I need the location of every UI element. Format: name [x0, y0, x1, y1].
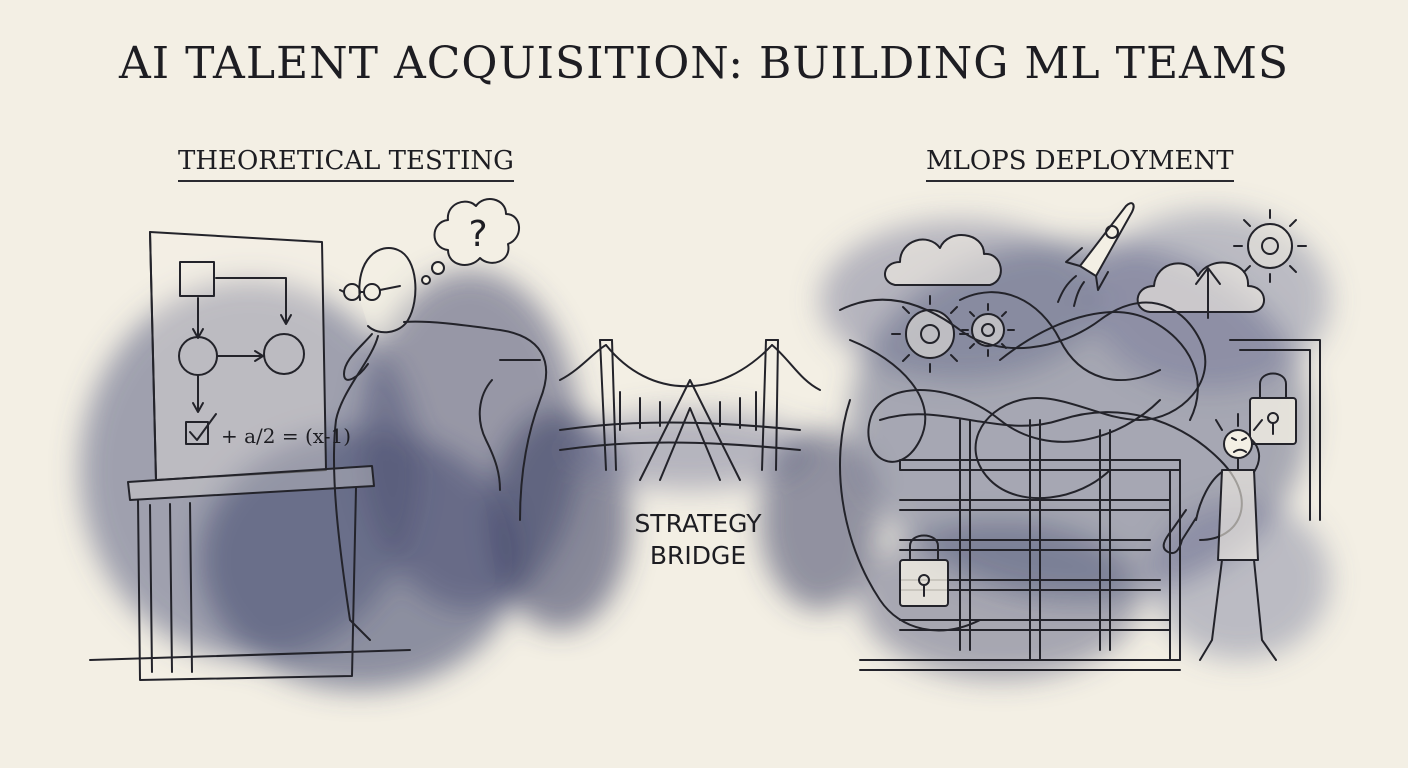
question-mark-icon: ? [468, 214, 488, 255]
thought-bubble [421, 198, 520, 285]
gear-icon [961, 303, 1015, 357]
gear-icon [1233, 209, 1307, 283]
rocket-icon [1057, 202, 1135, 307]
mlops-deployment-label: MLOPS DEPLOYMENT [926, 146, 1234, 182]
page-title: AI TALENT ACQUISITION: BUILDING ML TEAMS [118, 38, 1290, 89]
whiteboard-formula: + a/2 = (x-1) [221, 424, 351, 448]
cloud-right [1136, 261, 1265, 319]
strategy-bridge [559, 339, 821, 481]
padlock-icon [1249, 372, 1297, 445]
theoretical-testing-label: THEORETICAL TESTING [178, 146, 514, 182]
whiteboard [149, 231, 327, 481]
desk [89, 465, 411, 681]
bridge-label-line1: STRATEGY [634, 509, 762, 538]
strategy-bridge-label: STRATEGY BRIDGE [600, 508, 796, 572]
tangled-pipelines [839, 291, 1321, 671]
padlock-icon [899, 534, 949, 607]
thinking-person [332, 247, 548, 641]
bridge-label-line2: BRIDGE [649, 541, 747, 570]
gear-icon [891, 295, 969, 373]
stressed-engineer [1162, 413, 1277, 661]
cloud-left [884, 234, 1002, 286]
